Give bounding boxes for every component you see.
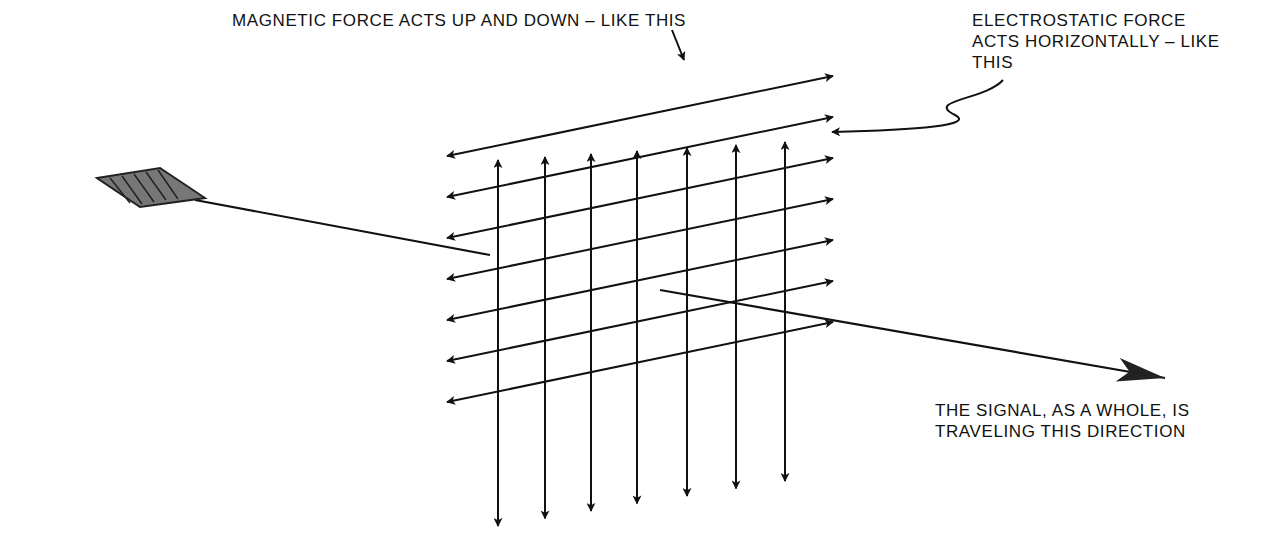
force-arrows <box>447 76 833 526</box>
arrow-fletching <box>97 168 205 207</box>
magnetic-arrow <box>636 151 638 504</box>
electrostatic-arrow <box>447 240 833 320</box>
leader-line <box>672 30 684 60</box>
electrostatic-label: ELECTROSTATIC FORCE ACTS HORIZONTALLY – … <box>972 10 1232 73</box>
electrostatic-arrow <box>447 117 833 197</box>
electrostatic-arrow <box>447 199 833 279</box>
electrostatic-arrow <box>447 322 833 402</box>
signal-arrow-shaft <box>195 200 490 255</box>
magnetic-arrow <box>544 157 546 519</box>
magnetic-arrow <box>735 145 737 489</box>
signal-arrow-head <box>660 290 1165 378</box>
leader-line <box>832 80 1003 132</box>
electrostatic-arrow <box>447 281 833 361</box>
magnetic-label: MAGNETIC FORCE ACTS UP AND DOWN – LIKE T… <box>232 10 686 31</box>
signal-label: THE SIGNAL, AS A WHOLE, IS TRAVELING THI… <box>935 400 1205 442</box>
electrostatic-arrow <box>447 76 833 156</box>
magnetic-arrow <box>686 148 688 496</box>
magnetic-arrow <box>497 160 499 526</box>
electrostatic-arrow <box>447 158 833 238</box>
